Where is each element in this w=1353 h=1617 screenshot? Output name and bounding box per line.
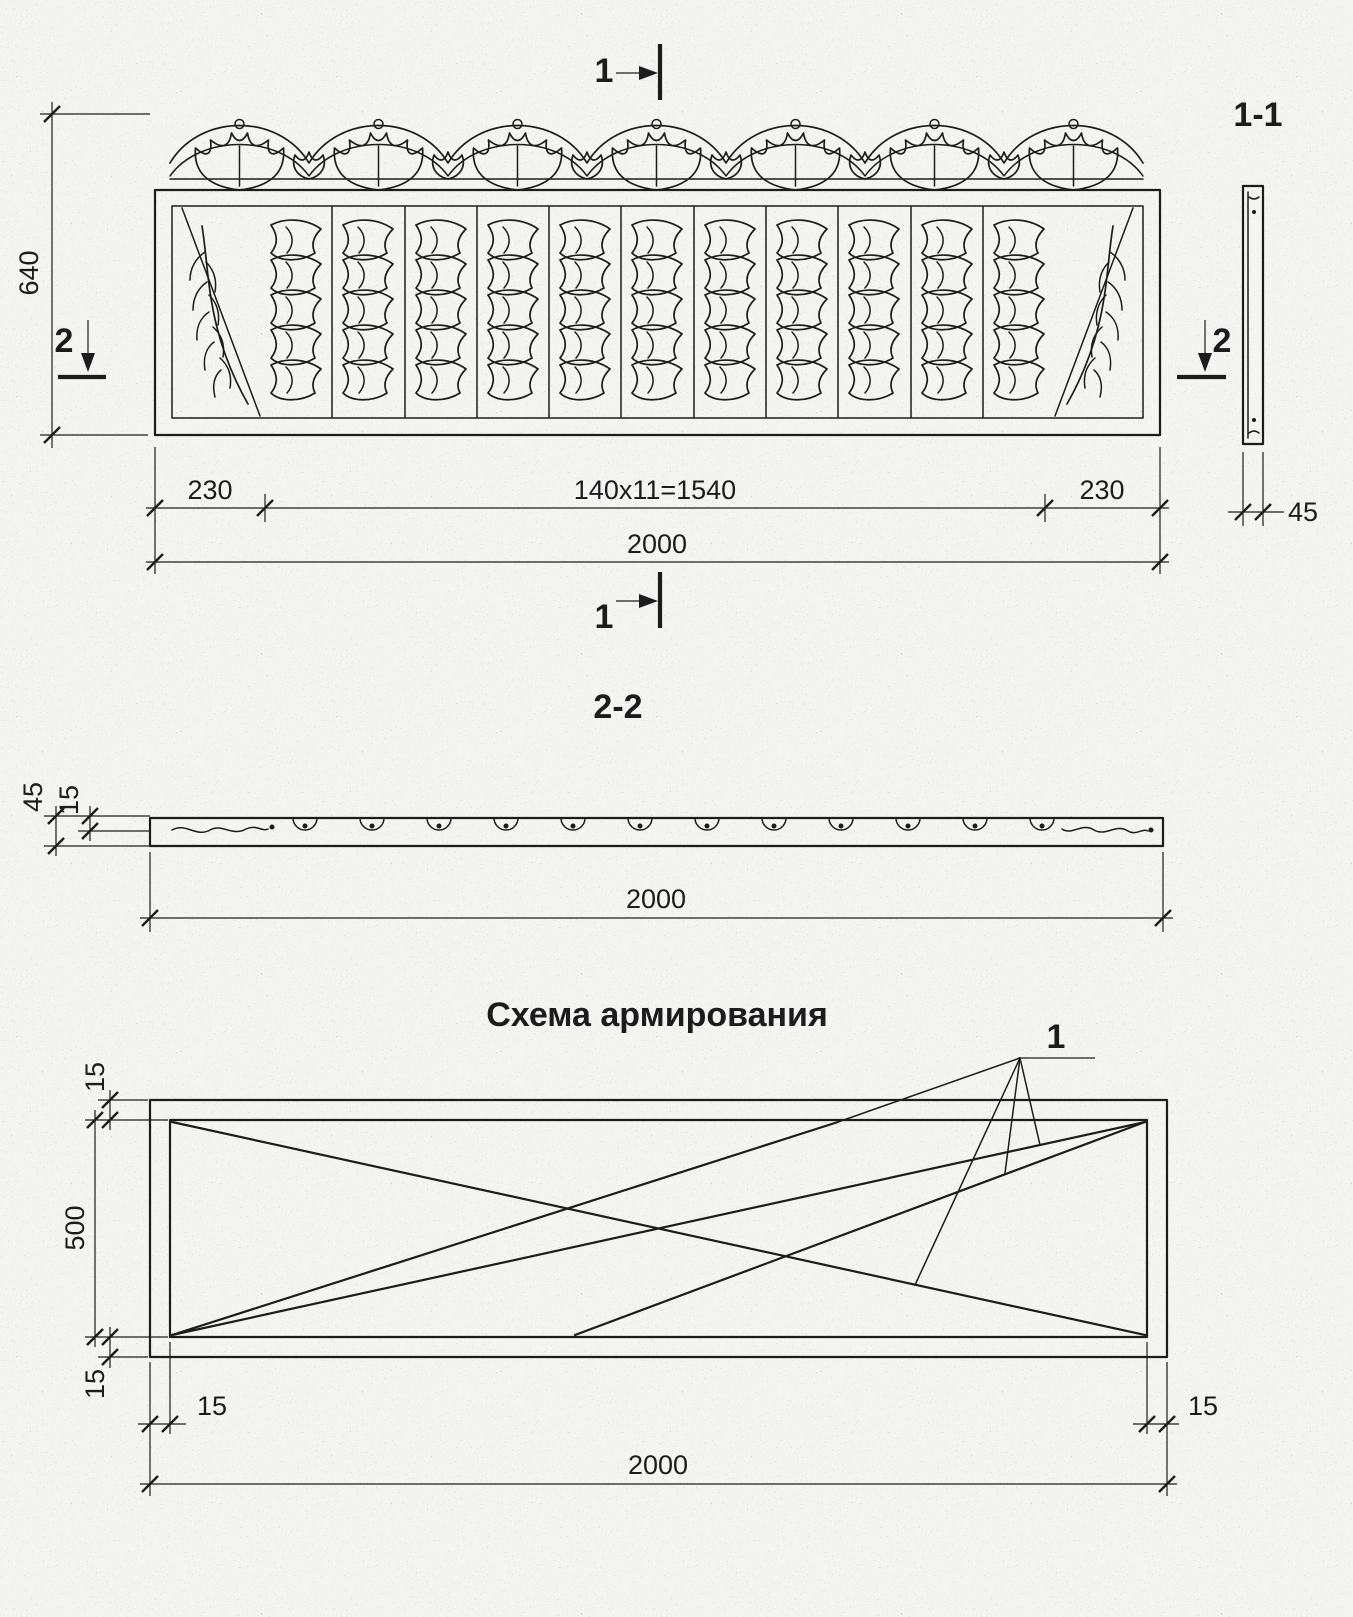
- bar-mark-label: 1: [1047, 1018, 1066, 1056]
- section-strip: [148, 816, 1165, 848]
- section-cut-right-label: 2: [1213, 322, 1232, 360]
- dim-inner-height-label: 500: [60, 1205, 90, 1250]
- dim-total-label: 2000: [628, 1450, 688, 1480]
- dim-side-thickness-label: 45: [1288, 497, 1318, 527]
- section-cut-top-label: 1: [595, 52, 614, 90]
- dim-left-cover-label: 15: [197, 1391, 227, 1421]
- dim-height-label: 640: [14, 250, 44, 295]
- dim-bottom-cover-label: 15: [80, 1369, 110, 1399]
- dim-thickness-label: 45: [18, 782, 48, 812]
- corner-leaf-left: [181, 207, 261, 417]
- section-cut-bottom-label: 1: [595, 598, 614, 636]
- bar-mark-callout: 1: [837, 1018, 1095, 1286]
- arrow-down-icon: [1198, 353, 1212, 372]
- dim-relief-label: 15: [54, 785, 84, 815]
- side-profile-1-1: 1-1 45: [1228, 96, 1318, 527]
- dim-right-margin-label: 230: [1079, 475, 1124, 505]
- dim-right-cover-label: 15: [1188, 1391, 1218, 1421]
- section-mark-1-top: 1: [595, 44, 663, 100]
- section-cut-left-label: 2: [55, 322, 74, 360]
- reinforcement-view: Схема армирования 1 15: [60, 996, 1218, 1496]
- section-mark-1-bottom: 1: [595, 572, 663, 636]
- elevation-view: 1 2 2: [14, 44, 1318, 636]
- section-mark-2-right: 2: [1177, 320, 1232, 380]
- section-bottom-dimension: 2000: [140, 852, 1173, 932]
- dim-total-label: 2000: [627, 529, 687, 559]
- section-mark-2-left: 2: [55, 320, 106, 380]
- arrow-down-icon: [81, 353, 95, 372]
- reinforcement-title: Схема армирования: [486, 996, 828, 1034]
- dimension-height: 640: [14, 102, 150, 448]
- dim-total-label: 2000: [626, 884, 686, 914]
- dim-top-cover-label: 15: [80, 1062, 110, 1092]
- dim-left-margin-label: 230: [187, 475, 232, 505]
- section-left-dimensions: 45 15: [18, 782, 150, 856]
- dimension-bottom-rows: 230 140x11=1540 230 2000: [145, 447, 1170, 574]
- arrow-right-icon: [639, 66, 658, 80]
- section-2-2-title: 2-2: [593, 688, 642, 726]
- side-section-label: 1-1: [1233, 96, 1282, 134]
- reinforcement-bottom-dimensions: 15 15 2000: [138, 1342, 1218, 1496]
- section-strip-details: [171, 817, 1154, 834]
- corner-leaf-right: [1054, 207, 1134, 417]
- section-2-2-view: 2-2 45 15 2000: [18, 688, 1173, 932]
- arrow-right-icon: [639, 594, 658, 608]
- dim-modules-label: 140x11=1540: [574, 475, 736, 505]
- reinforcement-left-dimensions: 15 500 15: [60, 1062, 168, 1399]
- rope-balusters: [270, 206, 1045, 418]
- rebar-lines: [170, 1120, 1147, 1337]
